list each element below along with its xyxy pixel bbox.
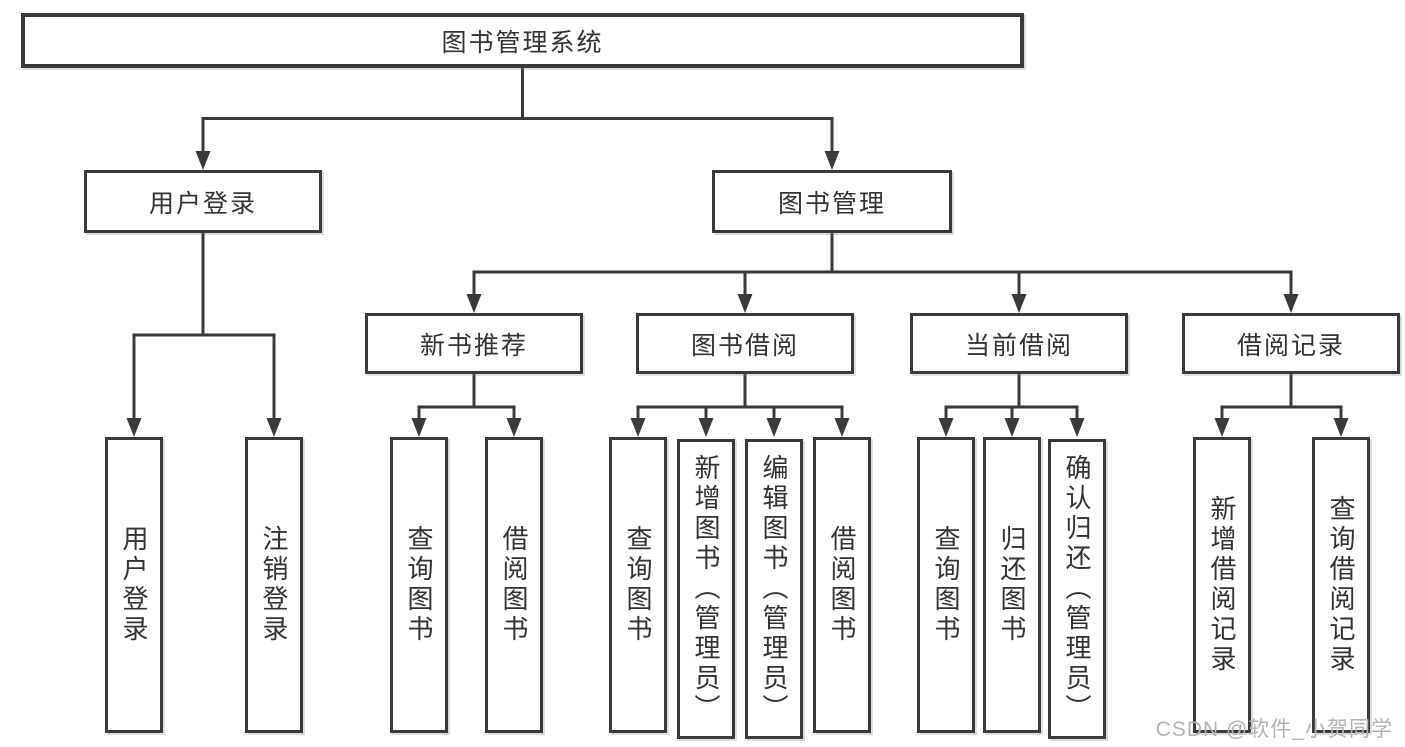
node-root-box: 图书管理系统	[21, 13, 1024, 68]
node-root-label: 图书管理系统	[441, 28, 604, 57]
leaf-edit-books-admin-label: 编辑图书（管理员）	[759, 454, 789, 724]
leaf-edit-books-admin-box: 编辑图书（管理员）	[745, 439, 803, 739]
node-borrow-records-box: 借阅记录	[1182, 313, 1400, 374]
leaf-query-borrow-record-label: 查询借阅记录	[1326, 495, 1356, 675]
node-new-book-recommend-box: 新书推荐	[365, 313, 583, 374]
leaf-query-borrow-record-box: 查询借阅记录	[1312, 437, 1370, 733]
leaf-borrow-books-2-label: 借阅图书	[827, 525, 857, 645]
node-book-borrow-box: 图书借阅	[636, 313, 854, 374]
node-user-login-label: 用户登录	[148, 189, 257, 218]
leaf-borrow-books-1-box: 借阅图书	[485, 437, 543, 733]
leaf-query-books-1-label: 查询图书	[404, 525, 434, 645]
node-book-borrow-label: 图书借阅	[690, 331, 799, 360]
leaf-add-borrow-record-box: 新增借阅记录	[1193, 437, 1251, 733]
node-current-borrow-box: 当前借阅	[910, 313, 1128, 374]
node-book-management-label: 图书管理	[777, 189, 886, 218]
leaf-borrow-books-1-label: 借阅图书	[499, 525, 529, 645]
leaf-return-books-label: 归还图书	[997, 525, 1027, 645]
leaf-query-books-2-box: 查询图书	[609, 437, 667, 733]
leaf-query-books-2-label: 查询图书	[623, 525, 653, 645]
leaf-query-books-3-label: 查询图书	[931, 525, 961, 645]
leaf-user-login-box: 用户登录	[105, 437, 163, 733]
leaf-borrow-books-2-box: 借阅图书	[813, 437, 871, 733]
leaf-add-borrow-record-label: 新增借阅记录	[1207, 495, 1237, 675]
watermark: CSDN @软件_小贺同学	[1155, 718, 1393, 741]
leaf-logout-label: 注销登录	[259, 525, 289, 645]
leaf-confirm-return-admin-box: 确认归还（管理员）	[1048, 439, 1106, 739]
node-borrow-records-label: 借阅记录	[1236, 331, 1345, 360]
leaf-user-login-label: 用户登录	[119, 525, 149, 645]
node-user-login-box: 用户登录	[84, 170, 322, 233]
leaf-return-books-box: 归还图书	[983, 437, 1041, 733]
leaf-logout-box: 注销登录	[245, 437, 303, 733]
leaf-query-books-1-box: 查询图书	[390, 437, 448, 733]
leaf-confirm-return-admin-label: 确认归还（管理员）	[1062, 454, 1092, 724]
leaf-query-books-3-box: 查询图书	[917, 437, 975, 733]
node-book-management-box: 图书管理	[712, 170, 952, 233]
leaf-add-books-admin-box: 新增图书（管理员）	[677, 439, 735, 739]
leaf-add-books-admin-label: 新增图书（管理员）	[691, 454, 721, 724]
node-new-book-recommend-label: 新书推荐	[419, 331, 528, 360]
node-current-borrow-label: 当前借阅	[964, 331, 1073, 360]
